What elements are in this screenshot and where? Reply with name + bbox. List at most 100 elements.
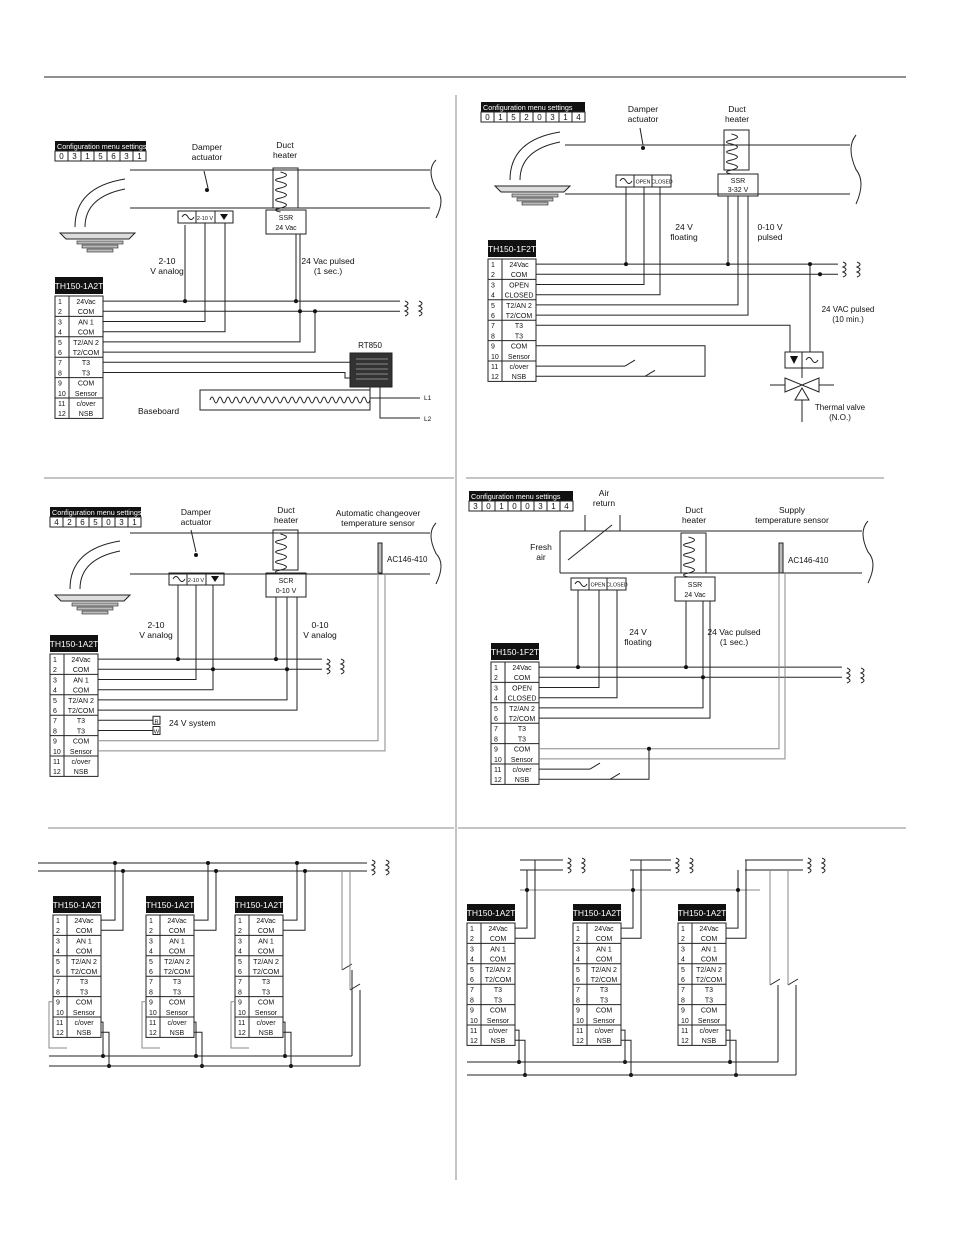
- diffuser-vane: [86, 248, 114, 253]
- terminal-label: T2/AN 2: [509, 706, 535, 713]
- junction-dot: [736, 888, 740, 892]
- terminal-label: Sensor: [255, 1010, 278, 1017]
- diffuser-plate: [58, 232, 137, 240]
- pulsed-0-10v-label: 0-10 V: [757, 222, 782, 232]
- terminal-label: 24Vac: [71, 657, 91, 664]
- terminal-label: 24Vac: [488, 926, 508, 933]
- terminal-number: 11: [238, 1020, 245, 1027]
- junction-dot: [176, 657, 180, 662]
- config-digit: 0: [512, 502, 517, 511]
- diffuser-branch: [519, 141, 561, 181]
- terminal-label: T2/COM: [696, 977, 723, 984]
- terminal-label: COM: [76, 928, 93, 935]
- terminal-label: T2/COM: [68, 708, 95, 715]
- terminal-label: COM: [73, 667, 90, 674]
- terminal-number: 10: [491, 354, 499, 361]
- diffuser-vane: [81, 610, 109, 615]
- terminal-label: T2/COM: [71, 969, 98, 976]
- terminal-number: 5: [576, 967, 580, 974]
- terminal-label: c/over: [512, 767, 532, 774]
- terminal-label: COM: [701, 1008, 718, 1015]
- thermostat-model: TH150-1F2T: [488, 244, 536, 254]
- terminal-label: COM: [596, 1008, 613, 1015]
- wire-an1: [103, 223, 206, 322]
- terminal-number: 8: [149, 989, 153, 996]
- wire-t3-a: [103, 361, 351, 365]
- thermostat-model: TH150-1A2T: [50, 639, 99, 649]
- terminal-number: 8: [56, 989, 60, 996]
- terminal-number: 4: [494, 696, 498, 703]
- terminal-number: 4: [53, 688, 57, 695]
- wire-l2: [379, 387, 420, 419]
- wire-t2an2: [536, 196, 739, 306]
- terminal-number: 5: [58, 340, 62, 347]
- terminal-number: 1: [58, 299, 62, 306]
- config-header: [481, 102, 585, 112]
- switch-nsb: [609, 772, 621, 780]
- transformer-secondary: [580, 857, 586, 874]
- terminal-label: AN 1: [73, 677, 89, 684]
- thermostat-header: [53, 896, 101, 913]
- valve-port: [794, 387, 810, 401]
- terminal-label: T3: [80, 989, 88, 996]
- junction-dot: [684, 665, 688, 670]
- terminal-label: NSB: [702, 1038, 717, 1045]
- wire-t2an2: [98, 597, 288, 701]
- terminal-label: T3: [515, 333, 523, 340]
- terminal-label: NSB: [259, 1030, 274, 1037]
- thermostat-model: TH150-1A2T: [573, 908, 622, 918]
- config-digit: 0: [59, 152, 64, 161]
- terminal-label: T3: [262, 989, 270, 996]
- terminal-label: NSB: [597, 1038, 612, 1045]
- terminal-label: COM: [258, 949, 275, 956]
- signal-0-10v-label: V analog: [303, 630, 337, 640]
- terminal-label: Sensor: [487, 1018, 510, 1025]
- config-digit: 5: [93, 518, 98, 527]
- valve-ground-symbol: [790, 356, 798, 364]
- terminal-number: 1: [470, 926, 474, 933]
- terminal-label: NSB: [170, 1030, 185, 1037]
- terminal-number: 3: [491, 282, 495, 289]
- terminal-label: COM: [701, 936, 718, 943]
- terminal-number: 5: [149, 959, 153, 966]
- thermostat-header: [491, 643, 539, 660]
- terminal-number: 12: [53, 769, 61, 776]
- l2-label: L2: [424, 416, 432, 423]
- heater-element: [272, 529, 299, 571]
- terminal-label: COM: [169, 949, 186, 956]
- config-digit: 6: [111, 152, 116, 161]
- terminal-number: 8: [494, 736, 498, 743]
- thermostat-header: [235, 896, 283, 913]
- terminal-number: 6: [238, 969, 242, 976]
- junction-dot: [183, 299, 187, 304]
- config-digit: 3: [72, 152, 77, 161]
- terminal-number: 4: [58, 330, 62, 337]
- terminal-number: 11: [491, 364, 498, 371]
- heater-coil: [275, 533, 287, 575]
- wire-an1: [98, 585, 197, 680]
- terminal-number: 12: [238, 1030, 246, 1037]
- floating-24v-label: floating: [670, 232, 698, 242]
- junction-dot: [576, 665, 580, 670]
- ground-symbol: [220, 214, 228, 220]
- junction-dot: [298, 309, 302, 314]
- config-digit: 1: [132, 518, 137, 527]
- wire-nsb-drop: [515, 1039, 526, 1075]
- terminal-label: NSB: [512, 374, 527, 381]
- terminal-number: 10: [494, 757, 502, 764]
- terminal-label: COM: [596, 936, 613, 943]
- terminal-number: 7: [238, 979, 242, 986]
- terminal-label: COM: [596, 957, 613, 964]
- rt850-label: RT850: [358, 341, 382, 350]
- terminal-number: 4: [149, 949, 153, 956]
- terminal-label: Sensor: [73, 1010, 96, 1017]
- terminal-label: c/over: [699, 1028, 719, 1035]
- diffuser-plate: [493, 185, 572, 193]
- terminal-label: T3: [518, 726, 526, 733]
- config-title: Configuration menu settings: [471, 492, 561, 501]
- duct-heater-label: heater: [725, 114, 749, 124]
- terminal-number: 3: [53, 677, 57, 684]
- supply-sensor-label: temperature sensor: [755, 515, 829, 525]
- diffuser-plate: [53, 594, 132, 602]
